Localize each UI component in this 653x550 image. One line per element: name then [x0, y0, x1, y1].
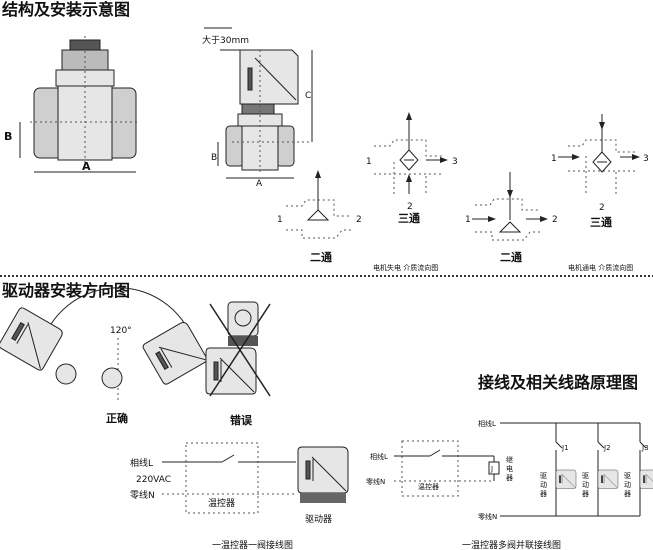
single-wiring-caption: 一温控器一阀接线图: [212, 539, 293, 550]
orientation-correct-drawing: [0, 287, 209, 400]
neutral-wire-label: 零线N: [130, 489, 155, 501]
flow-two-way-off: [286, 170, 354, 239]
flow-two-way-on: [472, 172, 548, 241]
port-1-label: 1: [465, 215, 471, 225]
thermostat-label: 温控器: [418, 482, 439, 491]
single-valve-wiring: [162, 442, 349, 514]
dimension-a-label: A: [82, 160, 91, 173]
actuator-labels: 驱 动 器 驱 动 器 驱 动 器: [540, 472, 631, 498]
dimension-c-label: C: [305, 91, 311, 101]
dimension-b-label: B: [4, 130, 12, 143]
relay-label-2: 电: [506, 464, 513, 473]
port-1-label: 1: [366, 157, 372, 167]
actuator-label-2: 动: [540, 480, 547, 489]
actuator-label-1: 驱: [582, 472, 589, 480]
port-2-label: 2: [552, 215, 558, 225]
port-1-label: 1: [277, 215, 283, 225]
two-way-label: 二通: [310, 251, 332, 264]
flow-three-way-off: [374, 112, 448, 194]
relay-symbol: J: [490, 465, 493, 473]
structure-section-title: 结构及安装示意图: [1, 0, 130, 19]
three-way-label: 三通: [398, 212, 420, 225]
actuated-valve-drawing: [204, 27, 313, 179]
neutral-wire-label: 零线N: [366, 477, 385, 486]
contact-j1-label: J1: [561, 444, 569, 452]
angle-label: 120°: [110, 326, 132, 336]
valve-body-drawing: [19, 36, 140, 173]
actuator-label-3: 器: [540, 490, 547, 498]
port-3-label: 3: [643, 154, 649, 164]
live-wire-label: 相线L: [130, 457, 153, 469]
port-2-label: 2: [407, 202, 413, 212]
neutral-wire-bottom-label: 零线N: [478, 512, 497, 521]
contact-j2-label: J2: [603, 444, 611, 452]
dimension-a-label-2: A: [256, 179, 263, 189]
wrong-label: 错误: [230, 413, 253, 427]
contact-j3-label: J3: [641, 444, 649, 452]
orientation-section-title: 驱动器安装方向图: [2, 281, 130, 300]
orientation-wrong-drawing: [205, 301, 271, 397]
actuator-label: 驱动器: [305, 514, 332, 525]
thermostat-label: 温控器: [208, 497, 235, 509]
port-3-label: 3: [452, 157, 458, 167]
actuator-label-1: 驱: [624, 472, 631, 480]
multi-wiring-caption: 一温控器多阀并联接线图: [462, 539, 561, 550]
dimension-b-label-2: B: [211, 153, 217, 163]
actuator-label-2: 动: [582, 480, 589, 489]
port-2-label: 2: [356, 215, 362, 225]
voltage-label: 220VAC: [136, 475, 171, 485]
flow-three-way-on: [558, 114, 640, 196]
three-way-label: 三通: [590, 216, 612, 229]
live-wire-top-label: 相线L: [478, 419, 496, 428]
wiring-section-title: 接线及相关线路原理图: [478, 373, 638, 392]
port-1-label: 1: [551, 154, 557, 164]
clearance-label: 大于30mm: [202, 34, 249, 46]
actuator-label-3: 器: [582, 490, 589, 498]
port-2-label: 2: [599, 203, 605, 213]
multi-valve-wiring: [394, 422, 653, 517]
flow-caption-motor-off: 电机失电 介质流向图: [373, 263, 438, 272]
relay-label-1: 继: [506, 455, 513, 464]
actuator-label-3: 器: [624, 490, 631, 498]
two-way-label: 二通: [500, 251, 522, 264]
correct-label: 正确: [106, 411, 128, 425]
actuator-label-1: 驱: [540, 472, 547, 480]
relay-label-3: 器: [506, 474, 513, 482]
live-wire-label: 相线L: [370, 452, 388, 461]
flow-caption-motor-on: 电机通电 介质流向图: [568, 263, 633, 272]
actuator-label-2: 动: [624, 480, 631, 489]
